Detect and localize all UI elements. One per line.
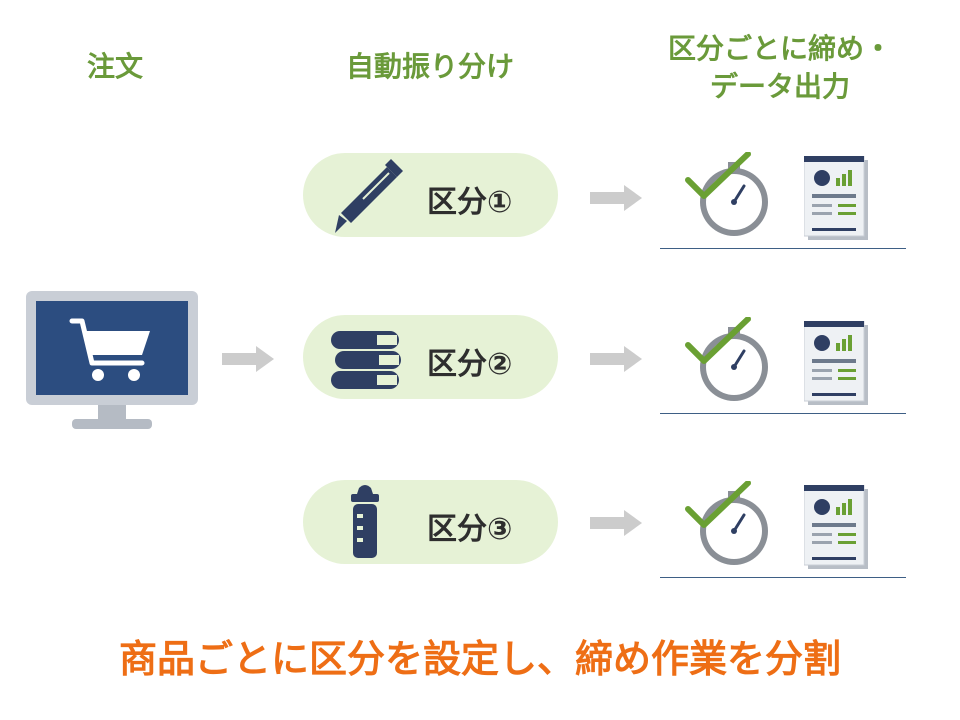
category-pill-2: 区分② xyxy=(303,315,558,399)
arrow-right-icon xyxy=(590,185,642,211)
footer-caption: 商品ごとに区分を設定し、締め作業を分割 xyxy=(118,637,841,681)
pen-icon xyxy=(335,159,403,233)
divider-line xyxy=(660,413,906,414)
divider-line xyxy=(660,248,906,249)
category-pill-3: 区分③ xyxy=(303,480,558,564)
header-auto-sort: 自動振り分け xyxy=(345,50,514,83)
result-row-1 xyxy=(660,152,906,252)
report-document-icon xyxy=(804,485,868,569)
divider-line xyxy=(660,577,906,578)
category-label-1: 区分① xyxy=(427,185,513,220)
arrow-right-icon xyxy=(590,510,642,536)
stopwatch-check-icon xyxy=(685,152,768,236)
category-pill-1: 区分① xyxy=(303,153,558,237)
shopping-cart-icon xyxy=(69,318,150,381)
arrow-right-icon xyxy=(590,346,642,372)
computer-cart-icon xyxy=(26,291,198,429)
baby-bottle-icon xyxy=(351,485,379,558)
header-order: 注文 xyxy=(86,50,143,83)
arrow-right-icon xyxy=(222,346,274,372)
result-row-2 xyxy=(660,317,906,417)
stopwatch-check-icon xyxy=(685,317,768,401)
header-close-line2: データ出力 xyxy=(709,69,850,103)
report-document-icon xyxy=(804,156,868,240)
header-close-line1: 区分ごとに締め・ xyxy=(667,32,892,65)
report-document-icon xyxy=(804,321,868,405)
category-label-3: 区分③ xyxy=(427,512,513,547)
stopwatch-check-icon xyxy=(685,481,768,565)
books-icon xyxy=(331,331,401,389)
header-close-and-export: 区分ごとに締め・ データ出力 xyxy=(640,30,920,106)
result-row-3 xyxy=(660,481,906,581)
category-label-2: 区分② xyxy=(427,347,513,382)
